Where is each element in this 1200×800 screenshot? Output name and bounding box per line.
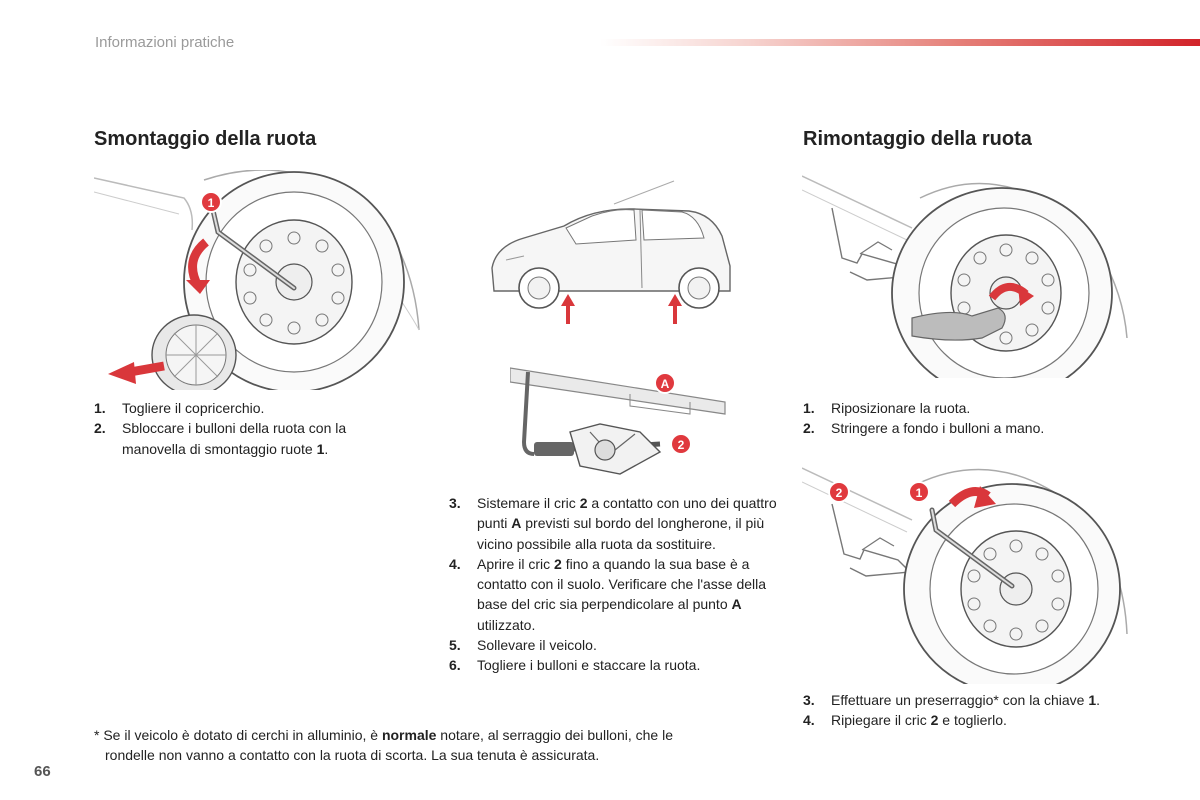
callout-one-right: 1 [916, 486, 923, 500]
step-1-remove-hubcap: 1.Togliere il copricerchio. [94, 400, 265, 416]
car-jack-points-illustration [491, 180, 731, 324]
page-number: 66 [34, 763, 51, 780]
step-1-reposition-wheel: 1.Riposizionare la ruota. [803, 400, 971, 416]
wheel-tighten-illustration: 2 1 [802, 467, 1128, 684]
footnote-line-2: rondelle non vanno a contatto con la ruo… [105, 747, 600, 764]
callout-one: 1 [208, 196, 215, 210]
left-steps-list: 1.Togliere il copricerchio. 2.Sbloccare … [94, 398, 394, 459]
callout-two: 2 [678, 438, 685, 452]
wheel-refit-illustration [802, 175, 1128, 378]
middle-steps-list: 3.Sistemare il cric 2 a contatto con uno… [449, 493, 784, 676]
step-6-remove-wheel: 6.Togliere i bulloni e staccare la ruota… [449, 657, 701, 674]
footnote-line-1: * Se il veicolo è dotato di cerchi in al… [94, 727, 673, 743]
right-top-steps-list: 1.Riposizionare la ruota. 2.Stringere a … [803, 398, 1123, 439]
footnote: * Se il veicolo è dotato di cerchi in al… [94, 725, 744, 766]
callout-two-right: 2 [836, 486, 843, 500]
left-section-title: Smontaggio della ruota [94, 128, 317, 150]
jack-placement-illustration: A 2 [510, 367, 726, 475]
step-5-raise-vehicle: 5.Sollevare il veicolo. [449, 637, 597, 654]
step-2-hand-tighten: 2.Stringere a fondo i bulloni a mano. [803, 420, 1045, 437]
step-2-loosen-bolts: 2.Sbloccare i bulloni della ruota con la… [94, 420, 347, 457]
step-3-pretighten: 3.Effettuare un preserraggio* con la chi… [803, 692, 1101, 708]
right-section-title: Rimontaggio della ruota [803, 128, 1032, 150]
step-3-position-jack: 3.Sistemare il cric 2 a contatto con uno… [449, 495, 777, 552]
right-bottom-steps-list: 3.Effettuare un preserraggio* con la chi… [803, 690, 1163, 731]
step-4-fold-jack: 4.Ripiegare il cric 2 e toglierlo. [803, 712, 1007, 729]
header-accent-bar [600, 39, 1200, 46]
section-header: Informazioni pratiche [95, 34, 235, 51]
step-4-open-jack: 4.Aprire il cric 2 fino a quando la sua … [449, 555, 767, 633]
callout-a: A [661, 377, 670, 391]
wheel-removal-illustration: 1 [94, 170, 420, 390]
